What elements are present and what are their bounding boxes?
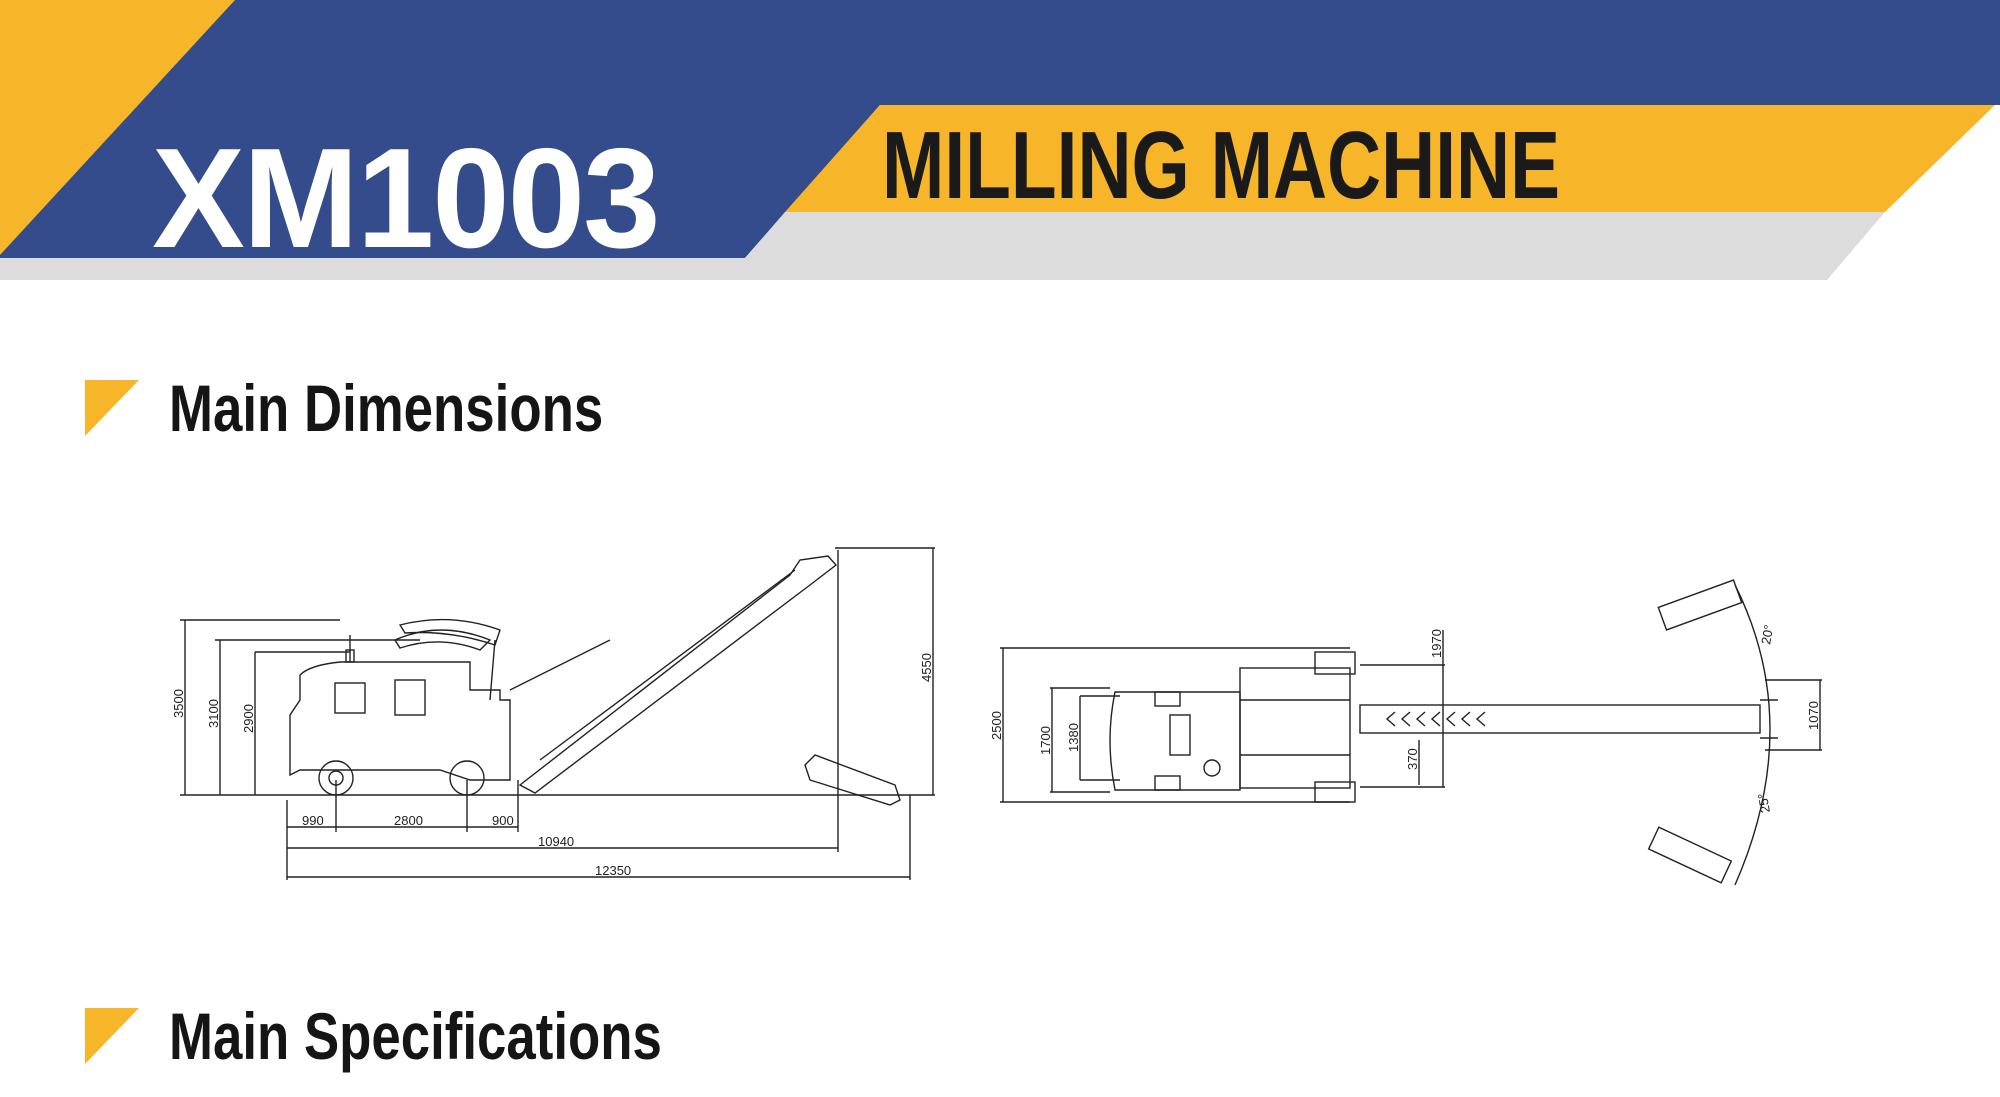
side-dimension-labels: 3500 3100 2900 4550 990 2800 900 10940 1… xyxy=(171,653,934,878)
machine-top-outline xyxy=(1109,651,1356,803)
dim-900: 900 xyxy=(492,813,514,828)
product-type: MILLING MACHINE xyxy=(882,112,1561,219)
dim-3500: 3500 xyxy=(171,689,186,718)
header-banner xyxy=(0,0,2000,280)
yellow-band xyxy=(785,105,1995,212)
conveyor-side xyxy=(509,555,901,806)
angle-20: 20° xyxy=(1758,624,1776,646)
dim-1380: 1380 xyxy=(1066,723,1081,752)
corner-accent xyxy=(0,0,235,255)
section-main-dimensions: Main Dimensions xyxy=(85,370,712,446)
dim-12350: 12350 xyxy=(595,863,631,878)
dim-2500: 2500 xyxy=(989,711,1004,740)
side-view-drawing: 3500 3100 2900 4550 990 2800 900 10940 1… xyxy=(171,547,935,880)
dimension-lines xyxy=(1000,584,1822,886)
dimension-lines xyxy=(180,547,935,880)
dim-2800: 2800 xyxy=(394,813,423,828)
model-name: XM1003 xyxy=(152,119,661,278)
angle-25: 25° xyxy=(1755,792,1773,814)
dim-1970: 1970 xyxy=(1429,629,1444,658)
yellow-triangle-icon xyxy=(85,1008,139,1064)
dim-10940: 10940 xyxy=(538,834,574,849)
dim-4550: 4550 xyxy=(919,653,934,682)
dim-2900: 2900 xyxy=(241,704,256,733)
section-title: Main Dimensions xyxy=(169,371,604,445)
conveyor-top xyxy=(1359,579,1778,884)
section-title: Main Specifications xyxy=(169,999,662,1073)
dim-1070: 1070 xyxy=(1806,701,1821,730)
yellow-triangle-icon xyxy=(85,380,139,436)
section-main-specifications: Main Specifications xyxy=(85,998,785,1074)
machine-side-outline xyxy=(289,618,511,796)
gray-band xyxy=(0,212,1885,280)
top-view-drawing: 2500 1700 1380 1970 370 1070 20° 25° xyxy=(989,579,1822,886)
dim-3100: 3100 xyxy=(206,699,221,728)
dim-370: 370 xyxy=(1405,748,1420,770)
dim-990: 990 xyxy=(302,813,324,828)
top-dimension-labels: 2500 1700 1380 1970 370 1070 20° 25° xyxy=(989,624,1821,815)
dim-1700: 1700 xyxy=(1038,726,1053,755)
